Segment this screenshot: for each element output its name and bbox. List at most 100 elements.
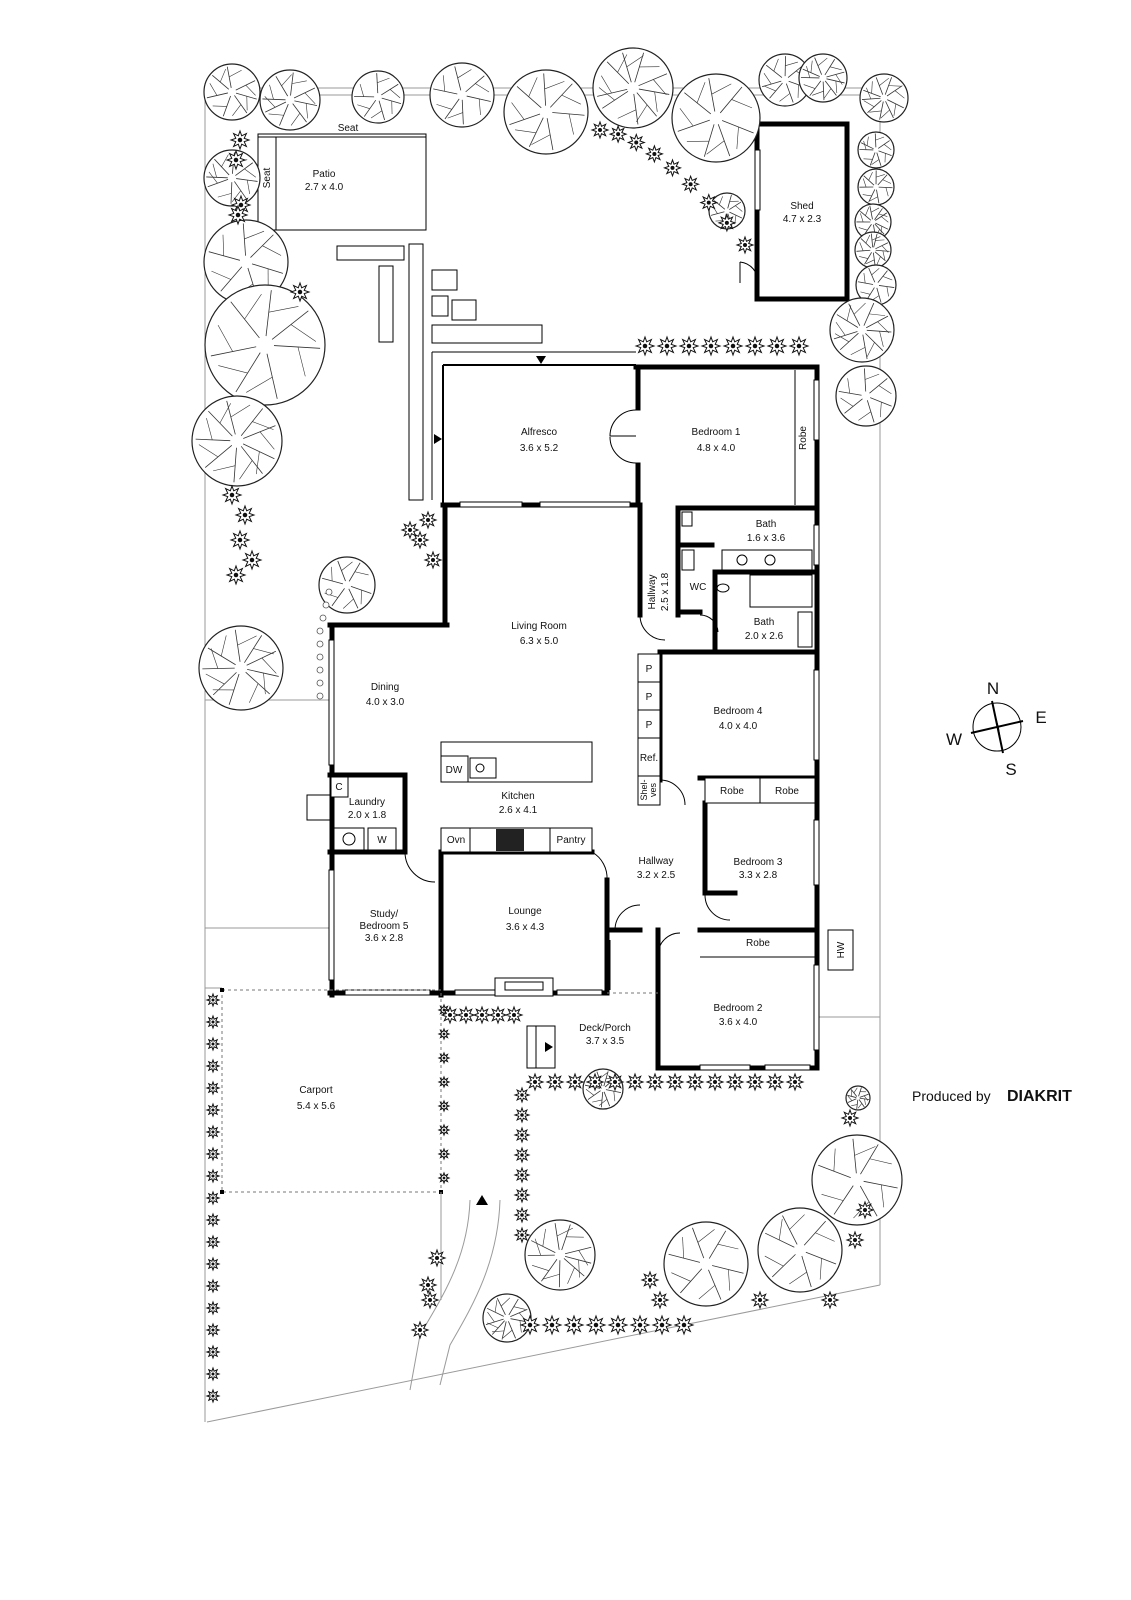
tree-branch bbox=[233, 447, 237, 483]
shrub-symbol bbox=[437, 1051, 451, 1065]
tree-branch bbox=[708, 78, 716, 112]
tree-branch bbox=[818, 1164, 851, 1178]
tree-branch bbox=[554, 1223, 560, 1250]
tree-branch bbox=[708, 1230, 727, 1259]
shrub-symbol bbox=[626, 133, 646, 152]
tree-branch bbox=[603, 1091, 611, 1107]
tree-symbol bbox=[835, 365, 897, 427]
tree-branch bbox=[218, 365, 248, 374]
tree-branch bbox=[617, 109, 637, 119]
tree-branch bbox=[785, 61, 798, 66]
tree-branch bbox=[812, 90, 824, 96]
tree-branch bbox=[697, 1229, 715, 1243]
tree-branch bbox=[870, 233, 874, 248]
shrub-symbol bbox=[205, 1344, 221, 1360]
shrub-symbol bbox=[205, 1036, 221, 1052]
tree-branch bbox=[478, 98, 481, 115]
room-label-bath-ensuite: Bath bbox=[756, 519, 777, 530]
tree-branch bbox=[875, 242, 889, 250]
room-label-patio: Patio bbox=[313, 169, 336, 180]
tree-branch bbox=[491, 1330, 505, 1333]
shrub-symbol bbox=[205, 1300, 221, 1316]
tree-branch bbox=[239, 460, 253, 480]
tree-branch bbox=[563, 1258, 585, 1277]
shrub-symbol bbox=[700, 335, 722, 357]
tree-branch bbox=[684, 92, 712, 115]
tree-branch bbox=[870, 397, 892, 407]
compass bbox=[970, 700, 1024, 754]
tree-branch bbox=[863, 89, 881, 98]
compass-letters: N E W S bbox=[946, 679, 1047, 779]
tree-branch bbox=[263, 673, 266, 695]
tree-branch bbox=[600, 1091, 604, 1108]
cupboard-label: C bbox=[335, 782, 342, 793]
tree-branch bbox=[290, 324, 317, 342]
tree-branch bbox=[350, 586, 372, 594]
tree-branch bbox=[853, 1087, 858, 1093]
shrub-symbol bbox=[437, 1123, 451, 1137]
tree-branch bbox=[706, 140, 725, 155]
tree-branch bbox=[250, 234, 274, 258]
tree-branch bbox=[622, 52, 632, 83]
shrub-symbol bbox=[205, 1190, 221, 1206]
shrub-symbol bbox=[705, 1072, 725, 1092]
tree-branch bbox=[847, 1094, 857, 1098]
tree-branch bbox=[728, 1269, 731, 1291]
tree-branch bbox=[868, 189, 876, 203]
shrubs bbox=[205, 120, 875, 1404]
tree-branch bbox=[534, 1238, 542, 1256]
tree-branch bbox=[219, 68, 226, 83]
pantry-p2-label: P bbox=[646, 692, 653, 703]
tree-branch bbox=[226, 400, 236, 435]
shelves-label-2: ves bbox=[648, 783, 658, 798]
shrub-symbol bbox=[765, 1072, 785, 1092]
tree-branch bbox=[866, 136, 869, 146]
shrub-symbol bbox=[205, 1388, 221, 1404]
tree-branch bbox=[246, 650, 277, 666]
tree-branch bbox=[461, 99, 464, 125]
tree-symbol bbox=[318, 556, 376, 614]
tree-branch bbox=[454, 66, 462, 91]
shrub-symbol bbox=[625, 1072, 645, 1092]
tree-branch bbox=[206, 176, 228, 179]
tree-branch bbox=[764, 1255, 784, 1267]
tree-branch bbox=[381, 83, 399, 96]
stepping-stone bbox=[316, 640, 324, 648]
tree-branch bbox=[550, 83, 573, 108]
tree-branch bbox=[204, 445, 233, 468]
tree-branch bbox=[592, 1099, 603, 1103]
tree-branch bbox=[354, 571, 369, 576]
shrub-symbol bbox=[750, 1290, 770, 1310]
room-dims-lounge: 3.6 x 4.3 bbox=[506, 922, 545, 933]
shrub-symbol bbox=[745, 1072, 765, 1092]
tree-branch bbox=[696, 82, 706, 104]
tree-branch bbox=[370, 110, 383, 119]
tree-branch bbox=[234, 95, 248, 114]
tree-branch bbox=[870, 207, 880, 213]
tree-branch bbox=[211, 270, 232, 280]
room-label-carport: Carport bbox=[299, 1085, 333, 1096]
tree-branch bbox=[389, 89, 401, 99]
shrub-symbol bbox=[585, 1314, 607, 1336]
tree-branch bbox=[513, 1306, 526, 1310]
tree-branch bbox=[815, 1232, 835, 1242]
room-label-bedroom-5: Bedroom 5 bbox=[360, 921, 409, 932]
washer-label: W bbox=[377, 835, 387, 846]
tree-branch bbox=[207, 179, 229, 188]
tree-branch bbox=[208, 251, 241, 261]
shrub-symbol bbox=[437, 1147, 451, 1161]
tree-branch bbox=[331, 588, 345, 607]
tree-branch bbox=[805, 1251, 837, 1265]
tree-branch bbox=[509, 113, 541, 125]
tree-branch bbox=[761, 80, 782, 88]
tree-branch bbox=[871, 159, 880, 165]
shrub-symbol bbox=[513, 1126, 531, 1144]
tree-branch bbox=[486, 1307, 504, 1317]
tree-branch bbox=[212, 105, 227, 107]
tree-branch bbox=[789, 1214, 805, 1230]
tree-branch bbox=[496, 1298, 506, 1315]
tree-branch bbox=[209, 83, 218, 96]
tree-branch bbox=[442, 75, 446, 92]
tree-branch bbox=[765, 1232, 795, 1248]
tree-branch bbox=[692, 1227, 705, 1259]
